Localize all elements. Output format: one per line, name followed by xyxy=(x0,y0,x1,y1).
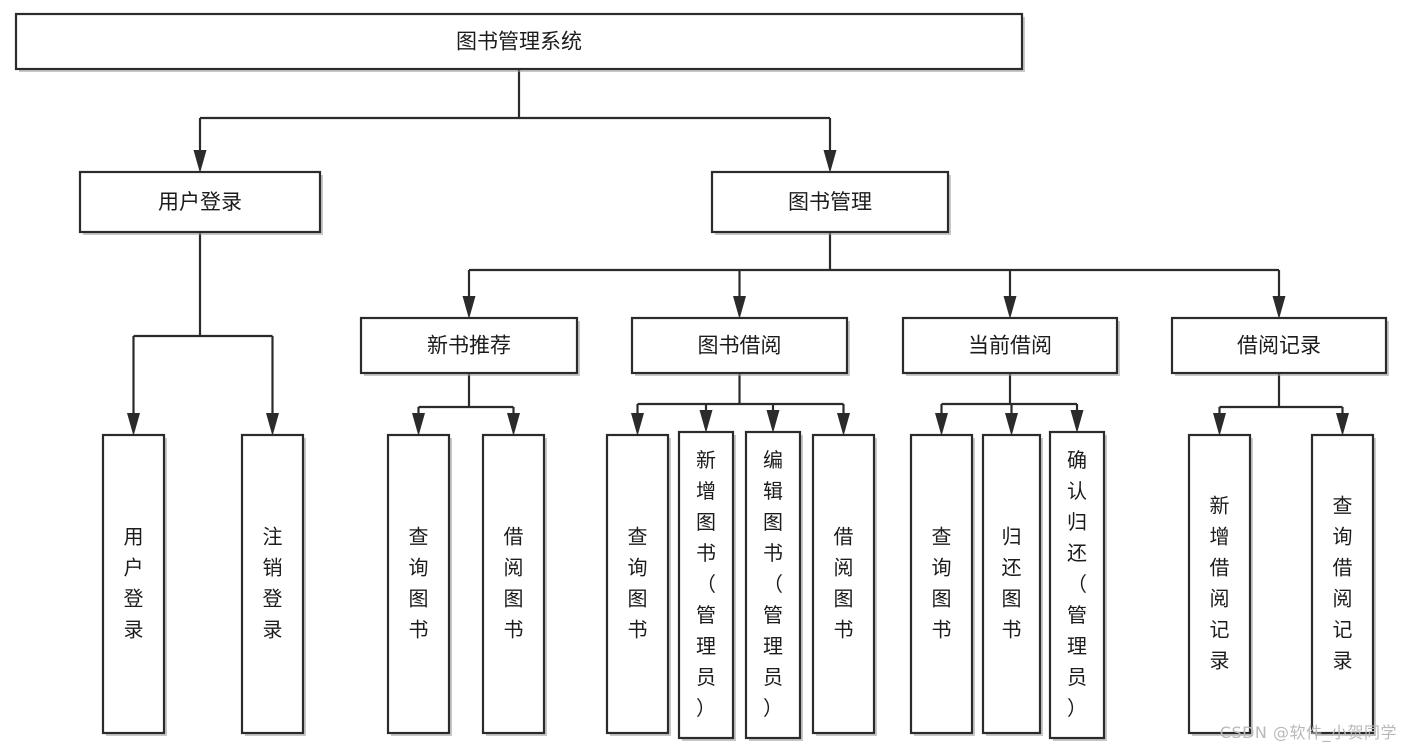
node-label: 用户登录 xyxy=(124,524,144,641)
arrowhead-icon xyxy=(462,296,476,319)
arrowhead-icon xyxy=(266,413,279,436)
arrowhead-icon xyxy=(1272,296,1286,319)
node-leaf-bq-edit[interactable]: 编辑图书（管理员） xyxy=(744,430,803,741)
node-label: 注销登录 xyxy=(263,524,283,641)
node-leaf-user-login[interactable]: 用户登录 xyxy=(101,433,167,736)
node-label: 借阅记录 xyxy=(1237,334,1321,358)
node-label: 图书借阅 xyxy=(698,334,782,358)
node-rect[interactable] xyxy=(78,170,322,234)
node-leaf-cb-return[interactable]: 归还图书 xyxy=(981,433,1043,736)
node-rect[interactable] xyxy=(901,316,1119,375)
node-rect[interactable] xyxy=(1170,316,1388,375)
node-rect[interactable] xyxy=(386,433,451,735)
node-leaf-cb-confirm[interactable]: 确认归还（管理员） xyxy=(1048,430,1107,741)
node-label: 查询图书 xyxy=(628,524,648,641)
node-rect[interactable] xyxy=(240,433,305,735)
node-rect[interactable] xyxy=(744,430,802,740)
node-label: 新增图书（管理员） xyxy=(696,448,716,720)
node-label: 编辑图书（管理员） xyxy=(763,448,783,720)
node-leaf-user-logout[interactable]: 注销登录 xyxy=(240,433,306,736)
node-l3-record[interactable]: 借阅记录 xyxy=(1170,316,1389,376)
arrowhead-icon xyxy=(935,413,948,436)
arrowhead-icon xyxy=(837,413,850,436)
node-l3-new-book[interactable]: 新书推荐 xyxy=(359,316,580,376)
arrowhead-icon xyxy=(412,413,425,436)
nodes-layer: 图书管理系统用户登录图书管理新书推荐图书借阅当前借阅借阅记录用户登录注销登录查询… xyxy=(14,12,1389,741)
arrowhead-icon xyxy=(766,410,780,433)
node-rect[interactable] xyxy=(710,170,950,234)
node-label: 当前借阅 xyxy=(968,334,1052,358)
arrowhead-icon xyxy=(193,150,207,173)
node-rect[interactable] xyxy=(14,12,1024,71)
node-l3-borrow[interactable]: 图书借阅 xyxy=(630,316,850,376)
node-leaf-rec-add[interactable]: 新增借阅记录 xyxy=(1187,433,1253,736)
node-leaf-bq-add[interactable]: 新增图书（管理员） xyxy=(677,430,736,741)
node-rect[interactable] xyxy=(909,433,974,735)
node-label: 图书管理系统 xyxy=(456,30,582,54)
node-l3-current[interactable]: 当前借阅 xyxy=(901,316,1120,376)
arrowhead-icon xyxy=(823,150,837,173)
node-rect[interactable] xyxy=(811,433,876,735)
node-leaf-bq-borrow[interactable]: 借阅图书 xyxy=(811,433,877,736)
node-rect[interactable] xyxy=(1310,433,1375,735)
node-leaf-rec-query[interactable]: 查询借阅记录 xyxy=(1310,433,1376,736)
node-leaf-nb-query[interactable]: 查询图书 xyxy=(386,433,452,736)
node-rect[interactable] xyxy=(605,433,670,735)
arrowhead-icon xyxy=(1070,410,1084,433)
node-label: 借阅图书 xyxy=(834,524,854,641)
node-leaf-cb-query[interactable]: 查询图书 xyxy=(909,433,975,736)
node-label: 借阅图书 xyxy=(504,524,524,641)
node-label: 新书推荐 xyxy=(427,334,511,358)
node-label: 用户登录 xyxy=(158,190,242,214)
node-l2-user-login[interactable]: 用户登录 xyxy=(78,170,323,235)
node-root[interactable]: 图书管理系统 xyxy=(14,12,1025,72)
node-label: 确认归还（管理员） xyxy=(1067,448,1087,720)
node-label: 查询图书 xyxy=(932,524,952,641)
node-rect[interactable] xyxy=(101,433,166,735)
node-rect[interactable] xyxy=(481,433,546,735)
connectors-layer xyxy=(127,69,1349,436)
node-label: 查询图书 xyxy=(409,524,429,641)
node-rect[interactable] xyxy=(630,316,849,375)
arrowhead-icon xyxy=(699,410,713,433)
node-label: 归还图书 xyxy=(1002,524,1022,641)
arrowhead-icon xyxy=(127,413,140,436)
node-leaf-nb-borrow[interactable]: 借阅图书 xyxy=(481,433,547,736)
node-rect[interactable] xyxy=(677,430,735,740)
node-leaf-bq-query[interactable]: 查询图书 xyxy=(605,433,671,736)
node-rect[interactable] xyxy=(1048,430,1106,740)
arrowhead-icon xyxy=(1213,413,1226,436)
node-rect[interactable] xyxy=(1187,433,1252,735)
node-label: 查询借阅记录 xyxy=(1333,493,1353,672)
arrowhead-icon xyxy=(1005,413,1018,436)
arrowhead-icon xyxy=(507,413,520,436)
node-label: 图书管理 xyxy=(788,190,872,214)
node-rect[interactable] xyxy=(359,316,579,375)
node-rect[interactable] xyxy=(981,433,1042,735)
arrowhead-icon xyxy=(1003,296,1017,319)
node-label: 新增借阅记录 xyxy=(1210,493,1230,672)
node-l2-book-manage[interactable]: 图书管理 xyxy=(710,170,951,235)
arrowhead-icon xyxy=(733,296,746,319)
arrowhead-icon xyxy=(631,413,644,436)
arrowhead-icon xyxy=(1336,413,1349,436)
